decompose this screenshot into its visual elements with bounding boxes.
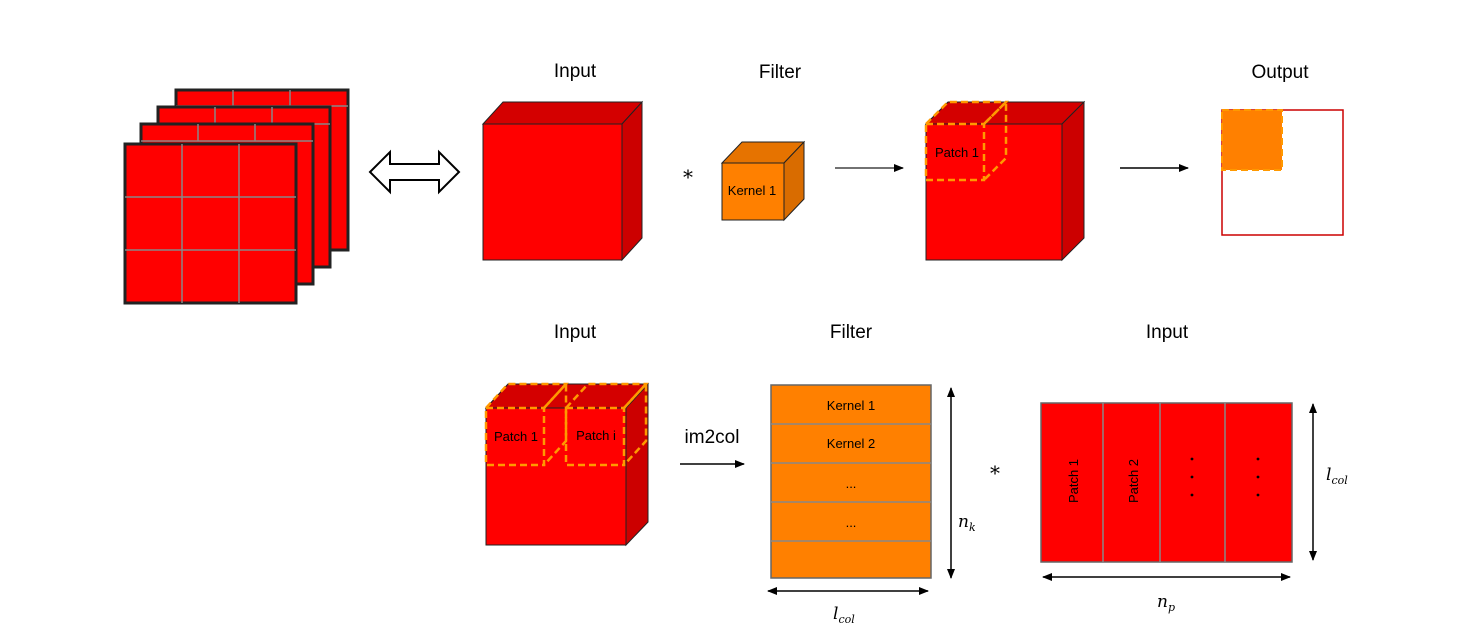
patches-height-dimension-label: lcol [1326,465,1348,487]
bottom-patched-input-cube [484,380,650,547]
filter-row-kernel-1: Kernel 1 [827,398,875,413]
bottom-input-label: Input [554,322,597,343]
channel-layer-1 [123,142,298,305]
top-convolution-operator: * [683,165,693,189]
patches-width-dimension-label: np [1157,592,1175,614]
patches-column-4-ellipsis [1256,457,1260,497]
filter-matrix [770,384,932,579]
bottom-filter-label: Filter [830,322,873,343]
top-input-cube [481,100,644,262]
output-patch-result [1221,109,1283,171]
filter-row-ellipsis-1: ... [846,476,857,491]
top-filter-label: Filter [759,62,802,83]
output-feature-map [1221,109,1344,236]
top-patch-label: Patch 1 [935,145,979,160]
bottom-multiplication-operator: * [990,461,1000,485]
patches-column-1: Patch 1 [1066,459,1081,503]
patches-column-3-ellipsis [1190,457,1194,497]
top-patched-input-cube [924,98,1086,262]
stacked-channel-feature-maps-icon [123,88,350,305]
output-label: Output [1251,62,1309,83]
kernel-cube [720,140,806,222]
filter-height-dimension-label: nk [958,512,976,534]
kernel-cube-label: Kernel 1 [728,183,776,198]
filter-width-dimension-label: lcol [833,604,855,626]
double-arrow-icon [368,149,461,195]
bottom-patch-label-1: Patch 1 [494,429,538,444]
filter-row-ellipsis-2: ... [846,515,857,530]
filter-row-kernel-2: Kernel 2 [827,436,875,451]
patches-matrix-label: Input [1146,322,1189,343]
patches-column-2: Patch 2 [1126,459,1141,503]
patches-matrix [1040,402,1293,563]
bottom-patch-label-i: Patch i [576,428,616,443]
top-input-label: Input [554,61,597,82]
patch-i-outline-bottom [564,380,649,467]
im2col-label: im2col [685,427,740,448]
patch-1-outline [924,98,1010,182]
